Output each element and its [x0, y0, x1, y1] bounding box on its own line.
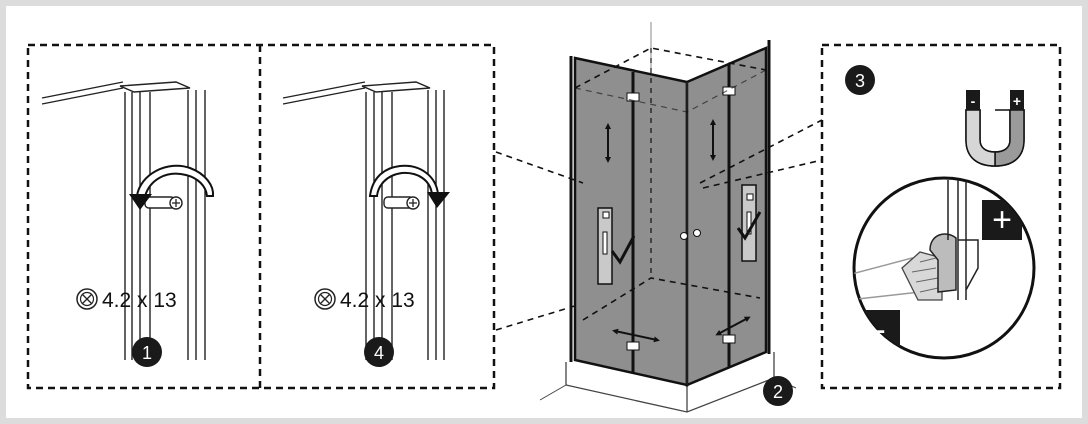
- rotate-clockwise-icon: [129, 164, 215, 210]
- rotate-counterclockwise-icon: [368, 164, 450, 208]
- step-number: 1: [142, 343, 152, 363]
- checkmark-icon: [610, 235, 636, 265]
- panel-right: 3 - +: [820, 43, 1062, 390]
- step-number: 2: [773, 382, 783, 402]
- panel-left: 4.2 x 13 1: [26, 43, 496, 390]
- magnifier-icon: + -: [852, 176, 1036, 360]
- screw-spec-4: 4.2 x 13: [314, 288, 415, 312]
- screw-spec-1: 4.2 x 13: [76, 288, 177, 312]
- screw-spec-label: 4.2 x 13: [340, 289, 415, 312]
- shower-enclosure: 2: [495, 22, 823, 413]
- magnet-icon: - +: [965, 90, 1025, 167]
- profile-drawing-step-1: [41, 81, 206, 360]
- screw-step-4: [383, 196, 420, 210]
- step-number: 4: [374, 343, 384, 363]
- spirit-level-icon: [597, 207, 613, 285]
- magnet-minus-label: -: [971, 93, 976, 109]
- step-badge-3: 3: [845, 65, 875, 95]
- step-badge-4: 4: [364, 337, 394, 367]
- step-badge-1: 1: [132, 337, 162, 367]
- screw-spec-label: 4.2 x 13: [102, 289, 177, 312]
- step-badge-2: 2: [763, 376, 793, 406]
- left-glass-panel: [573, 56, 689, 387]
- checkmark-icon: [736, 211, 762, 241]
- profile-drawing-step-4: [282, 81, 445, 360]
- horizontal-arrow-icon: [715, 316, 751, 336]
- seal-minus-label: -: [874, 311, 885, 349]
- seal-plus-label: +: [992, 201, 1012, 239]
- screw-step-1: [144, 196, 183, 210]
- horizontal-arrow-icon: [612, 328, 660, 343]
- magnet-plus-label: +: [1013, 93, 1021, 109]
- spirit-level-icon: [741, 184, 757, 262]
- step-number: 3: [855, 71, 865, 91]
